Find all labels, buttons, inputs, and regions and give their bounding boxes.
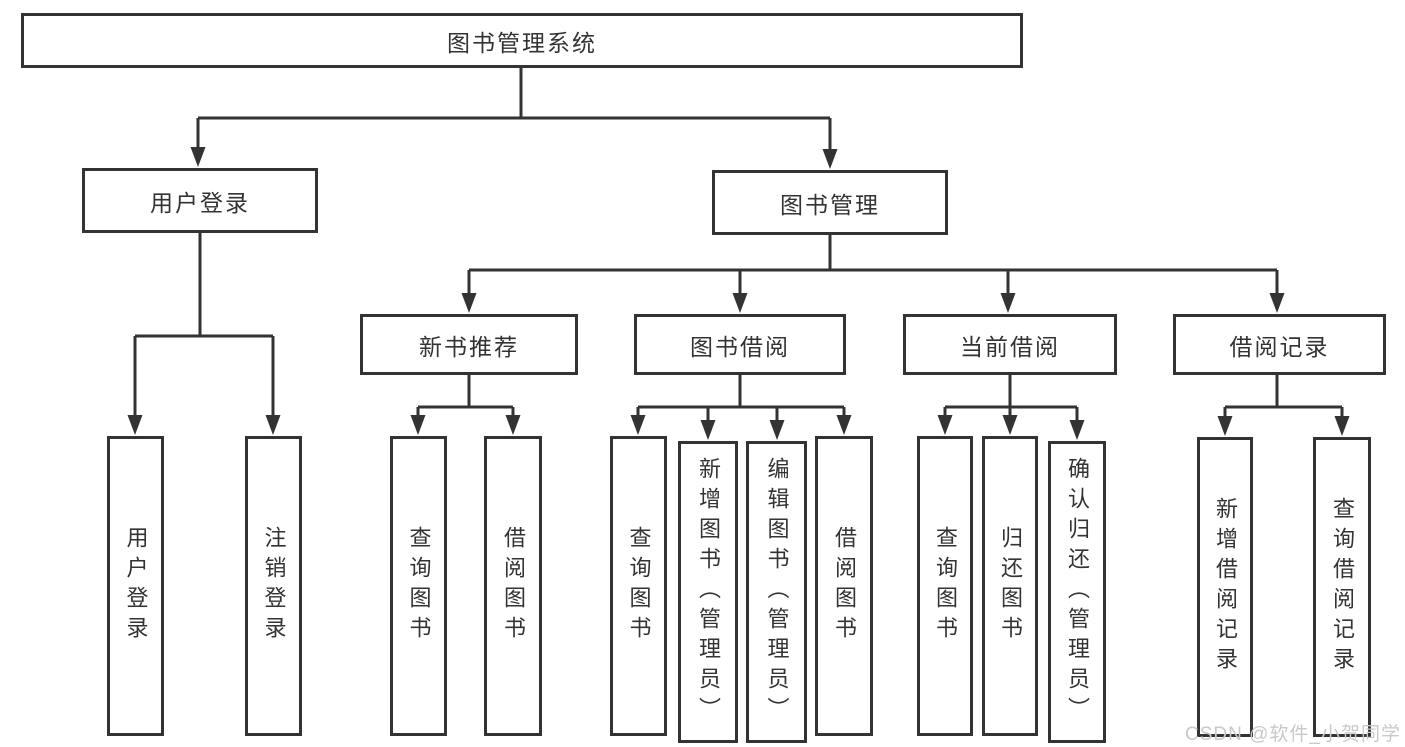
node-leaf-add-books-admin: 新增图书（管理员）: [678, 441, 738, 743]
node-leaf-return-books: 归还图书: [982, 436, 1038, 736]
node-leaf-logout: 注销登录: [245, 436, 302, 736]
node-new-book-recommend: 新书推荐: [360, 314, 578, 375]
node-leaf-confirm-return-admin: 确认归还（管理员）: [1048, 441, 1106, 743]
node-leaf-add-borrow-record: 新增借阅记录: [1197, 437, 1253, 737]
node-leaf-edit-books-admin: 编辑图书（管理员）: [746, 441, 807, 743]
node-leaf-query-books-1: 查询图书: [390, 436, 447, 736]
node-system-root: 图书管理系统: [21, 13, 1023, 68]
node-leaf-user-login: 用户登录: [107, 436, 164, 736]
node-leaf-query-books-3: 查询图书: [917, 436, 973, 736]
arrowhead-icons: [127, 147, 1350, 440]
node-user-login: 用户登录: [82, 168, 318, 233]
node-leaf-borrow-books-1: 借阅图书: [484, 436, 542, 736]
node-leaf-borrow-books-2: 借阅图书: [815, 436, 873, 736]
node-book-borrow: 图书借阅: [634, 314, 846, 375]
node-current-borrow: 当前借阅: [903, 314, 1117, 375]
node-borrow-records: 借阅记录: [1173, 314, 1386, 375]
node-leaf-query-borrow-record: 查询借阅记录: [1313, 437, 1371, 737]
node-leaf-query-books-2: 查询图书: [610, 436, 667, 736]
node-book-management: 图书管理: [712, 170, 948, 235]
watermark: CSDN @软件_小贺同学: [1185, 724, 1401, 745]
